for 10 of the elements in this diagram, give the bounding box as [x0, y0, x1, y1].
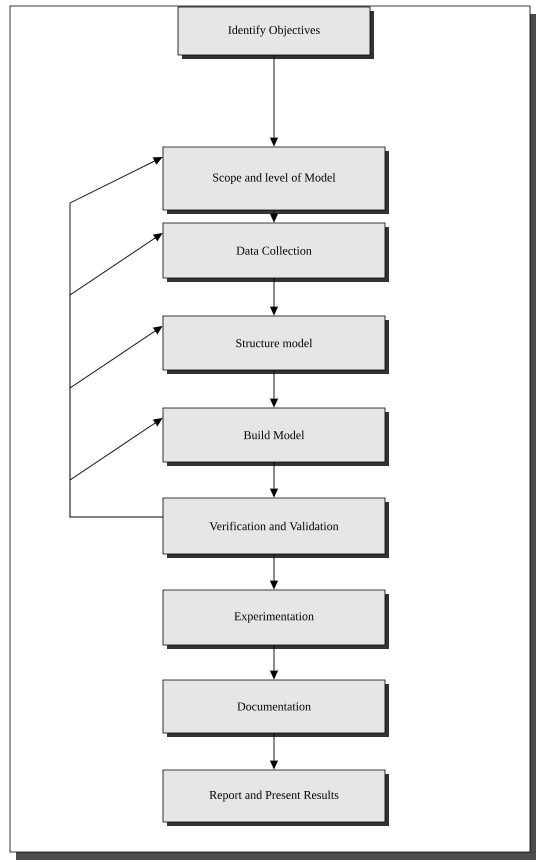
process-box: Report and Present Results [162, 770, 386, 822]
arrow [70, 418, 164, 518]
process-box: Documentation [162, 680, 386, 734]
process-box: Scope and level of Model [162, 146, 386, 210]
process-box: Experimentation [162, 590, 386, 646]
process-box: Structure model [162, 316, 386, 370]
process-box: Data Collection [162, 222, 386, 278]
process-box: Build Model [162, 408, 386, 462]
process-box: Verification and Validation [162, 498, 386, 554]
process-box: Identify Objectives [178, 6, 370, 56]
